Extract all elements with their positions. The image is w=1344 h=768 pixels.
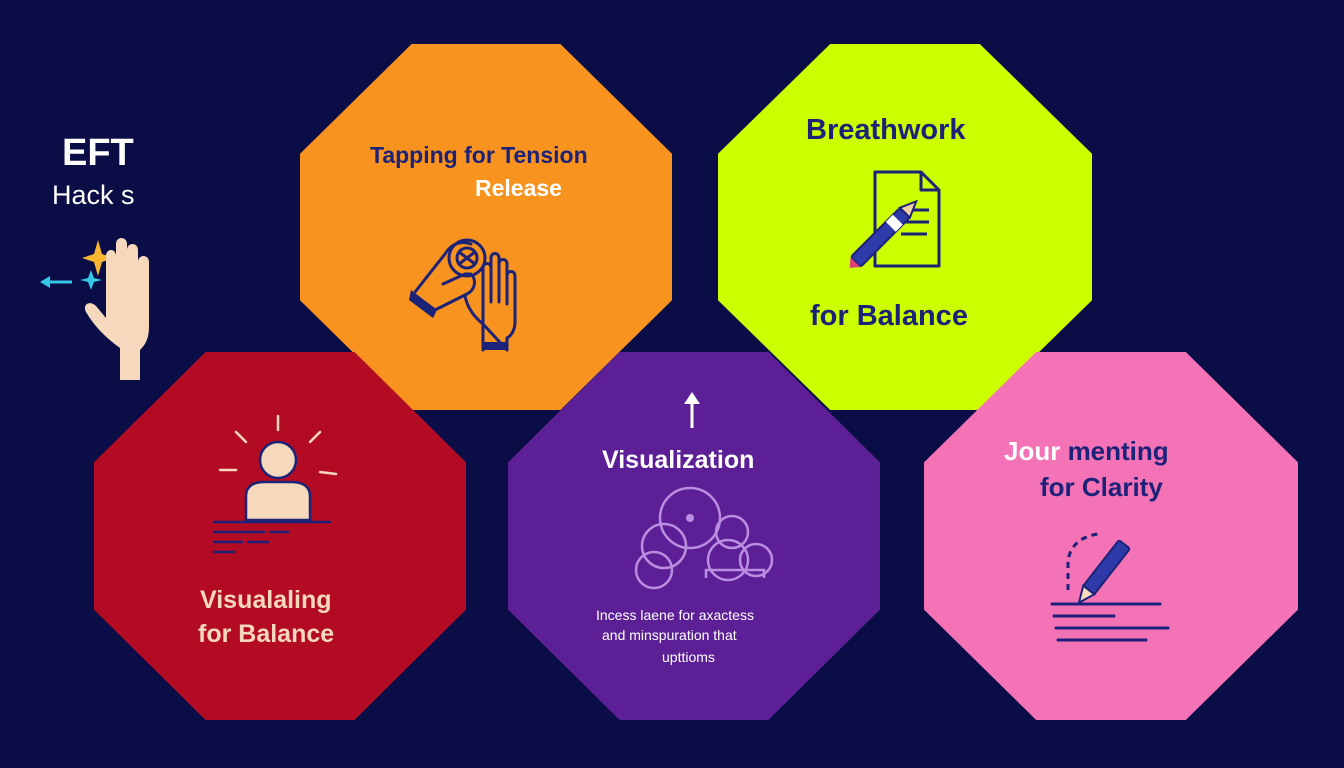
journaling-title-part2: menting bbox=[1060, 436, 1169, 466]
journaling-card[interactable]: Jour menting for Clarity bbox=[924, 352, 1298, 720]
tapping-title-line2: Release bbox=[475, 175, 562, 201]
document-pen-icon bbox=[849, 170, 941, 268]
breathwork-subtitle: for Balance bbox=[810, 300, 968, 332]
hand-sparkle-icon bbox=[40, 238, 149, 380]
tapping-hands-icon bbox=[409, 238, 517, 352]
journaling-title-line2: for Clarity bbox=[1040, 472, 1163, 502]
pen-writing-icon bbox=[1050, 532, 1170, 642]
person-radiating-icon bbox=[212, 414, 338, 554]
eft-title: EFT bbox=[62, 132, 134, 174]
visualaling-card[interactable]: Visualaling for Balance bbox=[94, 352, 466, 720]
bubbles-icon bbox=[634, 486, 774, 590]
visualization-title: Visualization bbox=[602, 446, 755, 474]
journaling-title-part1: Jour bbox=[1004, 436, 1061, 466]
visualization-card[interactable]: Visualization Incess laene for axactess … bbox=[508, 352, 880, 720]
eft-subtitle: Hack s bbox=[52, 180, 135, 210]
visualization-body-line3: upttioms bbox=[662, 649, 715, 665]
visualization-body-line2: and minspuration that bbox=[602, 627, 737, 643]
journaling-title-line1: Jour menting bbox=[1004, 438, 1169, 464]
visualaling-title-line2: for Balance bbox=[198, 620, 335, 648]
tapping-card[interactable]: Tapping for Tension Release bbox=[300, 44, 672, 410]
visualaling-title-line1: Visualaling bbox=[200, 586, 332, 614]
arrow-up-icon bbox=[684, 392, 700, 428]
breathwork-title: Breathwork bbox=[806, 114, 966, 146]
visualization-body-line1: Incess laene for axactess bbox=[596, 607, 754, 623]
tapping-title-line1: Tapping for Tension bbox=[370, 142, 588, 168]
breathwork-card[interactable]: Breathwork for Balance bbox=[718, 44, 1092, 410]
